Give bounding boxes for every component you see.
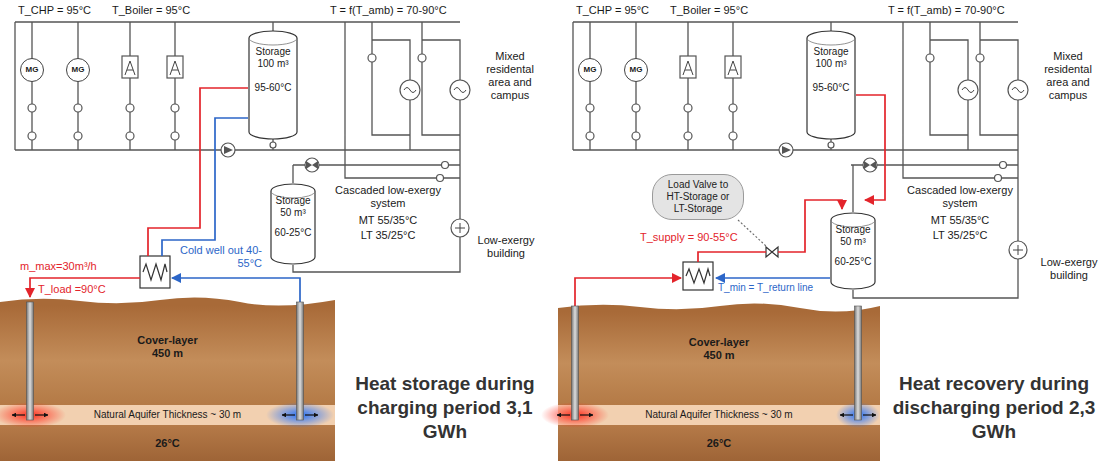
label-box: T_CHP = 95°C bbox=[576, 4, 649, 17]
caption: Heat recovery during discharging period … bbox=[880, 372, 1108, 444]
tank-rim bbox=[807, 38, 855, 45]
area-label: Mixed residental area and campus bbox=[474, 50, 546, 102]
tank-name: Storage 50 m³ bbox=[273, 195, 313, 219]
temperature-label: LT 35/25°C bbox=[334, 229, 442, 242]
temperature-label: T_CHP = 95°C bbox=[18, 4, 91, 17]
label-box: Cascaded low-exergy system bbox=[334, 184, 442, 210]
label-box: T_Boiler = 95°C bbox=[670, 4, 748, 17]
storage-tank: Storage 50 m³ 60-25°C bbox=[830, 212, 876, 290]
temperature-label: T = f(T_amb) = 70-90°C bbox=[330, 4, 447, 17]
ground-band: 26°C bbox=[0, 425, 335, 461]
cover-layer-band: Cover-layer 450 m bbox=[0, 306, 335, 405]
temperature-label: T_min = T_return line bbox=[718, 282, 813, 294]
label-box: LT 35/25°C bbox=[334, 229, 442, 242]
tank-name: Storage 50 m³ bbox=[833, 224, 873, 248]
layer-name: Natural Aquifer Thickness ~ 30 m bbox=[94, 409, 241, 421]
ground-temperature: 26°C bbox=[707, 437, 732, 450]
temperature-label: MT 55/35°C bbox=[334, 214, 442, 227]
tank-temperature: 95-60°C bbox=[813, 82, 850, 94]
label-box: T_min = T_return line bbox=[718, 282, 813, 294]
tank-name: Storage 100 m³ bbox=[251, 46, 295, 70]
label-box: Heat storage during charging period 3,1 … bbox=[340, 372, 550, 444]
layer-name: Natural Aquifer Thickness ~ 30 m bbox=[645, 409, 792, 421]
temperature-label: MT 55/35°C bbox=[906, 214, 1014, 227]
generator-tag: MG bbox=[26, 65, 39, 75]
storage-tank: Storage 50 m³ 60-25°C bbox=[270, 183, 316, 265]
label-box: T_CHP = 95°C bbox=[18, 4, 91, 17]
heating-network bbox=[15, 22, 470, 182]
flow-label: m_max=30m³/h bbox=[20, 260, 97, 273]
label-box: Low-exergy building bbox=[470, 234, 542, 260]
callout-bubble: Load Valve to HT-Storage or LT-Storage bbox=[652, 174, 744, 220]
label-box: Mixed residental area and campus bbox=[474, 50, 546, 102]
system-label: Cascaded low-exergy system bbox=[334, 184, 442, 210]
temperature-label: T = f(T_amb) = 70-90°C bbox=[888, 4, 1005, 17]
label-box: LT 35/25°C bbox=[906, 229, 1014, 242]
label-box: MT 55/35°C bbox=[334, 214, 442, 227]
label-box: Cold well out 40-55°C bbox=[178, 244, 262, 270]
area-label: Mixed residental area and campus bbox=[1032, 50, 1104, 102]
label-box: Cascaded low-exergy system bbox=[906, 184, 1014, 210]
label-box: Mixed residental area and campus bbox=[1032, 50, 1104, 102]
generator-circle: MG bbox=[66, 58, 90, 82]
label-box: T_load =90°C bbox=[38, 283, 106, 296]
cover-layer-band: Cover-layer 450 m bbox=[558, 312, 880, 405]
tank-outline bbox=[830, 212, 876, 290]
label-box: Heat recovery during discharging period … bbox=[880, 372, 1108, 444]
temperature-label: T_load =90°C bbox=[38, 283, 106, 296]
generator-tag: MG bbox=[72, 65, 85, 75]
layer-name: Cover-layer 450 m bbox=[683, 336, 755, 362]
temperature-label: T_Boiler = 95°C bbox=[112, 4, 190, 17]
tank-temperature: 60-25°C bbox=[835, 256, 872, 268]
generator-circle: MG bbox=[578, 58, 602, 82]
storage-tank: Storage 100 m³ 95-60°C bbox=[806, 30, 856, 140]
tank-rim bbox=[249, 38, 297, 45]
label-box: T = f(T_amb) = 70-90°C bbox=[888, 4, 1005, 17]
generator-tag: MG bbox=[584, 65, 597, 75]
label-box: T_Boiler = 95°C bbox=[112, 4, 190, 17]
tank-temperature: 60-25°C bbox=[275, 227, 312, 239]
ground-temperature: 26°C bbox=[155, 437, 180, 450]
layer-name: Cover-layer 450 m bbox=[132, 334, 204, 360]
temperature-label: T_CHP = 95°C bbox=[576, 4, 649, 17]
system-label: Cascaded low-exergy system bbox=[906, 184, 1014, 210]
tank-temperature: 95-60°C bbox=[255, 82, 292, 94]
heating-network bbox=[573, 22, 1028, 182]
generator-circle: MG bbox=[624, 58, 648, 82]
tank-shape bbox=[249, 31, 297, 139]
temperature-label: LT 35/25°C bbox=[906, 229, 1014, 242]
well-label: Cold well out 40-55°C bbox=[178, 244, 262, 270]
temperature-label: T_Boiler = 95°C bbox=[670, 4, 748, 17]
label-box: T_supply = 90-55°C bbox=[640, 231, 738, 244]
tank-name: Storage 100 m³ bbox=[809, 46, 853, 70]
building-label: Low-exergy building bbox=[470, 234, 542, 260]
temperature-label: T_supply = 90-55°C bbox=[640, 231, 738, 244]
label-box: m_max=30m³/h bbox=[20, 260, 97, 273]
ground-band: 26°C bbox=[558, 425, 880, 461]
label-box: Low-exergy building bbox=[1032, 256, 1106, 282]
tank-shape bbox=[807, 31, 855, 139]
tank-shape bbox=[831, 213, 875, 289]
storage-tank: Storage 100 m³ 95-60°C bbox=[248, 30, 298, 140]
tank-shape bbox=[271, 184, 315, 264]
generator-circle: MG bbox=[20, 58, 44, 82]
generator-tag: MG bbox=[630, 65, 643, 75]
building-label: Low-exergy building bbox=[1032, 256, 1106, 282]
label-box: T = f(T_amb) = 70-90°C bbox=[330, 4, 447, 17]
label-box: MT 55/35°C bbox=[906, 214, 1014, 227]
callout-text: Load Valve to HT-Storage or LT-Storage bbox=[662, 179, 734, 215]
caption: Heat storage during charging period 3,1 … bbox=[340, 372, 550, 444]
